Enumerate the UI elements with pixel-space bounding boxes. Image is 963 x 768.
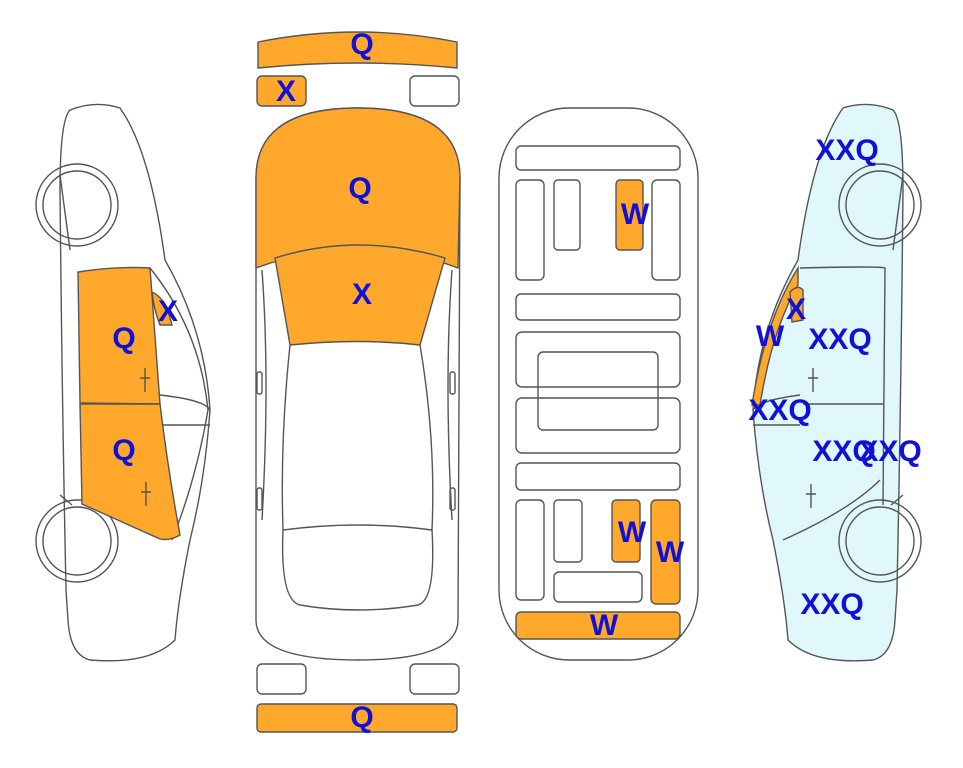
front-left-lamp-panel [256, 75, 307, 107]
mark-underbody-rear-inner-rail: W [618, 516, 647, 549]
right-a-pillar-panel [751, 265, 799, 406]
mark-windshield: X [352, 278, 372, 311]
underbody-rear-outer-rail-panel [650, 499, 681, 605]
rear-right-lamp [409, 663, 460, 695]
right-front-wheel [838, 163, 922, 247]
left-front-wheel [35, 163, 119, 247]
mark-front-bumper-top: Q [350, 28, 373, 61]
mark-right-b-pillar: XXQ [748, 394, 811, 427]
left-front-door-panel [77, 266, 161, 405]
mark-left-rear-door: Q [112, 434, 135, 467]
mark-left-front-window: X [158, 295, 178, 328]
mark-front-left-lamp: X [276, 75, 296, 108]
mark-right-front-fender: XXQ [815, 134, 878, 167]
underbody-view [498, 107, 699, 661]
underbody-outline [498, 107, 699, 661]
mark-right-rear-door: XXQ [812, 435, 875, 468]
mark-underbody-front-right-rail: W [621, 198, 650, 231]
right-rear-wheel [838, 499, 922, 583]
underbody-front-right-rail-panel [615, 179, 644, 251]
mark-right-a-pillar-glass: X [786, 293, 806, 326]
mark-underbody-rear-outer-rail: W [656, 536, 685, 569]
top-view [255, 31, 461, 733]
left-side-view [35, 103, 211, 662]
mark-right-rear-door-overlap: XXQ [858, 435, 921, 468]
right-side-view [751, 103, 922, 662]
left-front-window-panel [151, 290, 173, 326]
mark-left-front-door: Q [112, 322, 135, 355]
right-a-pillar-glass-panel [789, 286, 804, 323]
mark-right-rear-quarter: XXQ [800, 588, 863, 621]
mark-right-front-door: XXQ [808, 323, 871, 356]
underbody-rear-inner-rail-panel [611, 499, 641, 563]
mark-rear-bumper-bottom: Q [350, 701, 373, 734]
front-right-lamp [409, 75, 460, 107]
mark-right-a-pillar: W [756, 320, 785, 353]
left-side-body-outline [59, 103, 211, 662]
left-rear-door-panel [79, 403, 181, 541]
rear-bumper-panel [256, 703, 458, 733]
windshield-panel [274, 244, 446, 346]
underbody-rear-crossmember-panel [515, 611, 681, 640]
front-bumper-panel [257, 31, 458, 69]
mark-hood: Q [348, 172, 371, 205]
mark-underbody-rear-crossmember: W [590, 609, 619, 642]
mark-labels: Q X Q X Q X Q Q W W W W XXQ X W XXQ XXQ … [112, 28, 921, 734]
rear-left-lamp [256, 663, 307, 695]
left-rear-wheel [35, 499, 119, 583]
right-side-body-panel [752, 103, 904, 662]
